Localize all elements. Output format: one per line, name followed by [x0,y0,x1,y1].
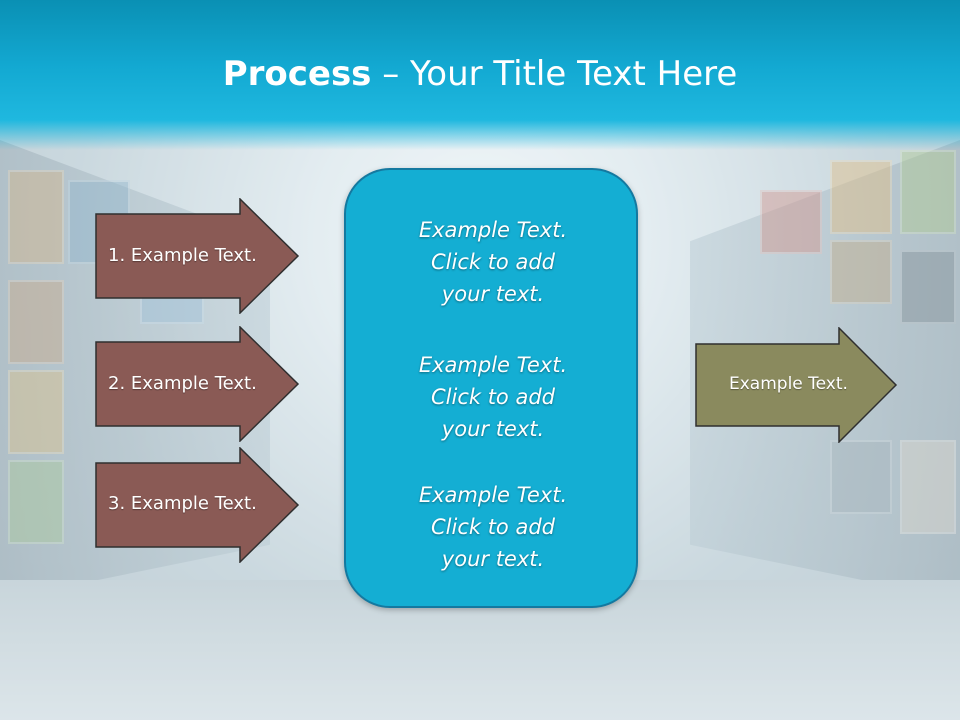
left-arrow-3-label: 3. Example Text. [108,493,257,514]
title-bold: Process [222,54,372,94]
left-arrow-1[interactable]: 1. Example Text. [95,198,301,314]
right-arrow-label: Example Text. [729,374,848,394]
right-arrow[interactable]: Example Text. [695,327,899,443]
arrow-right-icon [695,327,898,443]
left-arrow-2-label: 2. Example Text. [108,373,257,394]
center-text-block-2: Example Text. Click to add your text. [418,353,568,441]
title-rest: – Your Title Text Here [371,54,738,94]
image-tile [8,280,64,364]
center-text-block-3: Example Text. Click to add your text. [418,483,568,571]
image-tile [8,170,64,264]
left-arrow-2[interactable]: 2. Example Text. [95,326,301,442]
image-tile [760,190,822,254]
title-band [0,0,960,150]
center-text-box[interactable]: Example Text. Click to add your text. Ex… [344,168,638,608]
image-tile [8,370,64,454]
image-tile [830,160,892,234]
image-tile [8,460,64,544]
left-arrow-3[interactable]: 3. Example Text. [95,447,301,563]
arrow-right-icon [95,447,300,563]
left-arrow-1-label: 1. Example Text. [108,245,257,266]
center-text-block-1: Example Text. Click to add your text. [418,218,568,306]
image-tile [830,440,892,514]
image-tile [900,440,956,534]
arrow-right-icon [95,198,300,314]
slide-title[interactable]: Process – Your Title Text Here [0,50,960,98]
image-tile [900,150,956,234]
image-tile [830,240,892,304]
arrow-right-icon [95,326,300,442]
image-tile [900,250,956,324]
